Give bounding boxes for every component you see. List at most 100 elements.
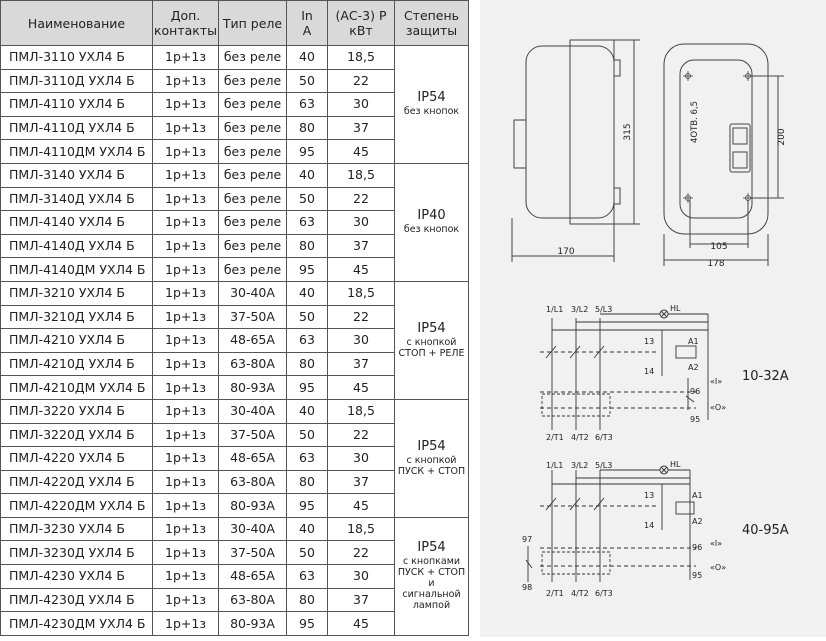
cell-contacts: 1р+1з [152,493,219,518]
cell-current: 80 [286,233,328,259]
aux-13: 13 [644,491,654,500]
column-header-line: защиты [405,23,458,38]
protection-note: лампой [412,600,451,612]
protection-note: с кнопками [402,556,461,568]
terminal-t1: 2/T1 [546,433,564,442]
technical-drawings: 170 315 4ОТВ. 6,5 105 178 20 [511,39,789,598]
cell-contacts: 1р+1з [152,422,219,448]
lamp-label: HL [670,460,681,469]
column-header-line: кВт [349,23,373,38]
cell-name: ПМЛ-4210Д УХЛ4 Б [0,351,153,377]
cell-power: 18,5 [327,45,395,70]
cell-power: 45 [327,611,395,636]
terminal-t2: 4/T2 [571,589,589,598]
cell-power: 22 [327,186,395,212]
cell-contacts: 1р+1з [152,139,219,164]
range-label-40-95a: 40-95A [742,523,789,538]
cell-name: ПМЛ-4210 УХЛ4 Б [0,328,153,353]
enclosure-side-view [511,39,640,262]
cell-current: 80 [286,469,328,495]
cell-name: ПМЛ-3220 УХЛ4 Б [0,398,153,424]
aux-96: 96 [692,543,702,552]
dim-width-side: 170 [557,247,574,257]
cell-current: 63 [286,328,328,353]
column-header: Тип реле [218,0,287,46]
holes-label: 4ОТВ. 6,5 [690,101,700,143]
column-header-line: Доп. [170,8,201,23]
cell-name: ПМЛ-4220ДМ УХЛ4 Б [0,493,153,518]
terminal-t3: 6/T3 [595,589,613,598]
cell-power: 22 [327,68,395,94]
aux-a2: A2 [688,363,699,372]
protection-rating: IP54 [417,540,446,556]
protection-rating: IP54 [417,438,446,454]
cell-relay: без реле [218,139,287,164]
cell-current: 80 [286,587,328,613]
cell-relay: 80-93А [218,611,287,636]
protection-note: сигнальной [402,589,461,601]
cell-name: ПМЛ-4140ДМ УХЛ4 Б [0,257,153,282]
cell-power: 37 [327,351,395,377]
cell-relay: без реле [218,162,287,188]
aux-a1: A1 [692,491,703,500]
cell-current: 95 [286,375,328,400]
mounting-holes [683,71,753,203]
cell-power: 18,5 [327,516,395,542]
aux-13: 13 [644,337,654,346]
drawings-panel: 170 315 4ОТВ. 6,5 105 178 20 [480,0,826,637]
cell-name: ПМЛ-4110ДМ УХЛ4 Б [0,139,153,164]
cell-power: 22 [327,304,395,330]
cell-current: 40 [286,280,328,306]
cell-contacts: 1р+1з [152,304,219,330]
aux-98: 98 [522,583,532,592]
column-header-line: A [302,23,312,38]
cell-power: 22 [327,422,395,448]
cell-relay: 63-80А [218,587,287,613]
cell-current: 40 [286,398,328,424]
cell-name: ПМЛ-3140Д УХЛ4 Б [0,186,153,212]
cell-contacts: 1р+1з [152,162,219,188]
cell-contacts: 1р+1з [152,611,219,636]
dim-holes-horizontal: 105 [710,242,727,252]
cell-name: ПМЛ-4220Д УХЛ4 Б [0,469,153,495]
cell-current: 50 [286,422,328,448]
terminal-l2: 3/L2 [571,461,588,470]
column-header-line: контакты [153,23,217,38]
aux-95: 95 [690,415,700,424]
cell-relay: 48-65А [218,446,287,471]
cell-power: 18,5 [327,162,395,188]
enclosure-front-view [663,43,784,266]
cell-relay: 37-50А [218,304,287,330]
protection-note: с кнопкой [406,336,457,348]
cell-relay: 80-93А [218,375,287,400]
cell-relay: без реле [218,257,287,282]
column-header-line: Тип реле [222,15,283,31]
cell-contacts: 1р+1з [152,328,219,353]
cell-power: 37 [327,233,395,259]
cell-power: 45 [327,375,395,400]
cell-power: 37 [327,587,395,613]
aux-14: 14 [644,367,654,376]
lamp-label: HL [670,304,681,313]
cell-current: 50 [286,68,328,94]
cell-name: ПМЛ-4210ДМ УХЛ4 Б [0,375,153,400]
button-off-label: «O» [710,563,726,572]
